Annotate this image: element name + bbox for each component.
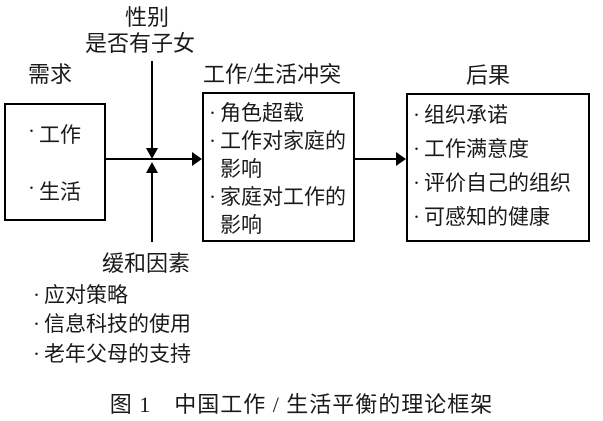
arrowhead-down-icon <box>146 148 158 159</box>
figure-caption: 图 1 中国工作 / 生活平衡的理论框架 <box>109 392 494 417</box>
bullet-icon: · <box>413 171 420 195</box>
conflict-heading: 工作/生活冲突 <box>203 62 342 87</box>
bullet-icon: · <box>33 342 40 366</box>
outcomes-heading: 后果 <box>466 63 511 88</box>
outcome-item-perceived-health-label: 可感知的健康 <box>424 205 550 229</box>
bullet-icon: · <box>209 129 216 153</box>
bullet-icon: · <box>413 103 420 127</box>
arrow-conflict-to-outcomes-line <box>355 158 397 160</box>
bullet-icon: · <box>209 185 216 209</box>
arrowhead-right-icon <box>396 152 406 166</box>
bullet-icon: · <box>209 101 216 125</box>
conflict-item-work-to-family: · 工作对家庭的影响 <box>209 127 352 183</box>
outcome-item-perceived-health: · 可感知的健康 <box>413 200 588 234</box>
moderator-item-it-use: · 信息科技的使用 <box>33 312 191 336</box>
demands-item-work-label: 工作 <box>39 122 81 147</box>
demands-item-work: · 工作 <box>28 119 104 149</box>
moderator-item-parents-support: · 老年父母的支持 <box>33 342 191 366</box>
conflict-item-work-to-family-label: 工作对家庭的影响 <box>220 129 346 181</box>
moderator-line-bottom <box>151 172 153 242</box>
outcome-item-satisfaction-label: 工作满意度 <box>424 137 529 161</box>
moderators-heading: 缓和因素 <box>102 251 191 276</box>
outcome-item-org-evaluation: · 评价自己的组织 <box>413 166 588 200</box>
demands-item-life: · 生活 <box>28 176 104 206</box>
arrowhead-right-icon <box>192 152 202 166</box>
conflict-box: · 角色超载 · 工作对家庭的影响 · 家庭对工作的影响 <box>202 92 355 242</box>
outcome-item-commitment-label: 组织承诺 <box>424 103 508 127</box>
bullet-icon: · <box>33 283 40 307</box>
conflict-item-family-to-work: · 家庭对工作的影响 <box>209 183 352 239</box>
arrowhead-up-icon <box>146 162 158 173</box>
moderator-item-parents-support-label: 老年父母的支持 <box>44 342 191 366</box>
moderator-line-top <box>151 61 153 150</box>
bullet-icon: · <box>33 312 40 336</box>
bullet-icon: · <box>28 118 35 143</box>
bullet-icon: · <box>413 205 420 229</box>
outcome-item-satisfaction: · 工作满意度 <box>413 132 588 166</box>
bullet-icon: · <box>413 137 420 161</box>
moderator-item-it-use-label: 信息科技的使用 <box>44 312 191 336</box>
arrow-demands-to-conflict-line <box>106 158 193 160</box>
bullet-icon: · <box>28 175 35 200</box>
conflict-item-role-overload-label: 角色超载 <box>220 101 304 125</box>
conflict-item-family-to-work-label: 家庭对工作的影响 <box>220 185 346 237</box>
demands-box: · 工作 · 生活 <box>4 103 106 221</box>
top-factor-children-label: 是否有子女 <box>85 31 196 56</box>
moderator-item-coping-label: 应对策略 <box>44 283 128 307</box>
outcomes-box: · 组织承诺 · 工作满意度 · 评价自己的组织 · 可感知的健康 <box>406 93 590 242</box>
moderator-item-coping: · 应对策略 <box>33 283 128 307</box>
demands-item-life-label: 生活 <box>39 179 81 204</box>
outcome-item-commitment: · 组织承诺 <box>413 98 588 132</box>
demands-heading: 需求 <box>28 62 73 87</box>
outcome-item-org-evaluation-label: 评价自己的组织 <box>424 171 571 195</box>
top-factor-gender-label: 性别 <box>125 5 170 30</box>
conflict-item-role-overload: · 角色超载 <box>209 99 352 127</box>
